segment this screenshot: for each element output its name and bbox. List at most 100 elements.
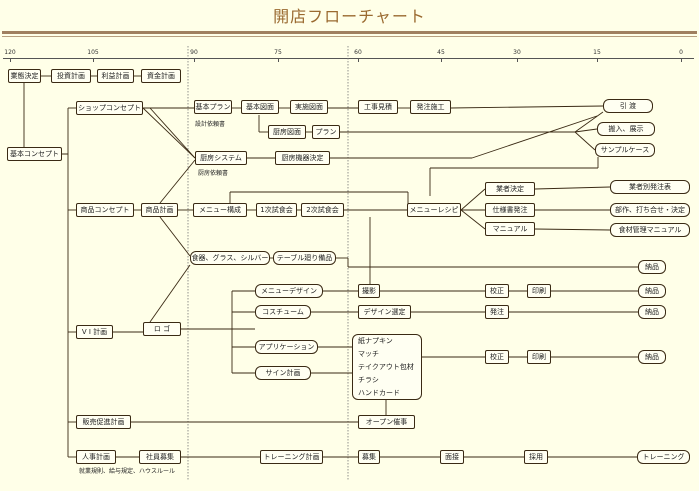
scale-label: 60 <box>354 49 362 56</box>
box-sign: サイン計画 <box>255 366 311 380</box>
paper-item: テイクアウト包材 <box>358 362 414 371</box>
box-buhin: 部作、打ち合せ・決定 <box>610 203 690 217</box>
box-nohin1: 納品 <box>638 260 666 274</box>
box-insatsu1: 印刷 <box>527 284 551 298</box>
box-sample: サンプルケース <box>595 143 655 157</box>
box-kosei1: 校正 <box>485 284 509 298</box>
scale-tick <box>278 58 279 62</box>
connector <box>159 216 191 257</box>
box-menu-design: メニューデザイン <box>255 284 323 298</box>
box-costume: コスチューム <box>255 305 311 319</box>
box-hatchu2: 発注 <box>485 305 509 319</box>
connector <box>149 107 196 159</box>
box-hikiwatashi: 引 渡 <box>603 99 653 113</box>
box-nohin2: 納品 <box>638 284 666 298</box>
box-toshi: 投資計画 <box>51 69 91 83</box>
box-application: アプリケーション <box>255 340 318 354</box>
box-chubo-kiki: 厨房機器決定 <box>275 151 330 165</box>
box-jinji: 人事計画 <box>76 450 116 464</box>
box-menu-recipe: メニューレシピ <box>407 203 461 217</box>
box-plan: プラン <box>312 125 340 139</box>
box-satsuei: 撮影 <box>358 284 380 298</box>
paper-item: マッチ <box>358 349 379 358</box>
box-kanzu: 搬入、展示 <box>597 122 655 136</box>
box-koji: 工事見積 <box>358 100 398 114</box>
box-jisshi-zumen: 実施図面 <box>290 100 328 114</box>
box-shiyosho: 仕様書発注 <box>485 203 535 217</box>
box-nohin3: 納品 <box>638 305 666 319</box>
box-shokki: 食器、グラス、シルバー <box>190 251 270 265</box>
box-vi: V I 計画 <box>76 325 113 339</box>
title-rule-thin <box>2 36 697 37</box>
paper-item: ハンドカード <box>358 388 400 397</box>
box-gyosha: 業者決定 <box>485 182 535 196</box>
box-manual: マニュアル <box>485 222 535 236</box>
box-gyotai: 業態決定 <box>8 69 41 83</box>
scale-label: 120 <box>4 49 16 56</box>
box-shain: 社員募集 <box>139 450 181 464</box>
connector <box>534 186 611 190</box>
scale-tick <box>93 58 94 62</box>
box-kosei2: 校正 <box>485 350 509 364</box>
note-shugyo: 就業規則、給与規定、ハウスルール <box>79 468 176 475</box>
scale-tick <box>517 58 518 62</box>
scale-label: 105 <box>87 49 99 56</box>
box-table: テーブル廻り備品 <box>273 251 336 265</box>
box-shisakukai1: 1次試食会 <box>256 203 297 217</box>
note-chubo-irai: 厨房依頼書 <box>198 170 229 177</box>
box-saiyo: 採用 <box>524 450 548 464</box>
box-open-event: オープン催事 <box>358 415 415 429</box>
scale-tick <box>597 58 598 62</box>
scale-label: 30 <box>513 49 521 56</box>
connector <box>574 111 604 133</box>
box-mensetsu: 面接 <box>440 450 464 464</box>
connector <box>450 105 604 109</box>
scale-line <box>3 58 694 59</box>
box-rieki: 利益計画 <box>97 69 134 83</box>
box-gyosha-betsu: 業者別発注表 <box>610 180 690 194</box>
box-insatsu2: 印刷 <box>527 350 551 364</box>
box-shokuzai: 食材管理マニュアル <box>610 223 690 237</box>
paper-item: チラシ <box>358 375 379 384</box>
box-training: トレーニング <box>637 450 690 464</box>
box-shikin: 資金計画 <box>141 69 181 83</box>
connector <box>460 209 486 230</box>
box-hansoku: 販売促進計画 <box>76 415 131 429</box>
box-kihon-zumen: 基本図面 <box>241 100 279 114</box>
connector <box>534 228 611 231</box>
connector <box>149 264 191 323</box>
connector <box>574 128 598 133</box>
box-shop-concept: ショップコンセプト <box>76 101 143 115</box>
box-kihon-plan: 基本プラン <box>194 100 232 114</box>
title-rule-thick <box>2 31 697 34</box>
box-shisakukai2: 2次試食会 <box>301 203 344 217</box>
connector <box>574 131 596 151</box>
box-kihon-concept: 基本コンセプト <box>7 147 62 161</box>
paper-item: 紙ナプキン <box>358 336 393 345</box>
page-title: 開店フローチャート <box>273 7 426 26</box>
box-shohin-keikaku: 商品計画 <box>141 203 178 217</box>
scale-label: 0 <box>679 49 683 56</box>
scale-tick <box>10 58 11 62</box>
scale-label: 90 <box>190 49 198 56</box>
box-shutsuzu: 厨房図面 <box>268 125 306 139</box>
connector <box>159 159 196 204</box>
box-training-plan: トレーニング計画 <box>260 450 323 464</box>
scale-tick <box>194 58 195 62</box>
box-boshu: 募集 <box>358 450 380 464</box>
box-hatchu-seko: 発注施工 <box>410 100 451 114</box>
connector <box>142 107 196 159</box>
note-sekkei: 設計依頼書 <box>195 121 226 128</box>
scale-label: 45 <box>437 49 445 56</box>
scale-tick <box>441 58 442 62</box>
scale-tick <box>358 58 359 62</box>
box-design-sentei: デザイン選定 <box>358 305 411 319</box>
box-shohin-concept: 商品コンセプト <box>76 203 134 217</box>
box-menu-kosei: メニュー構成 <box>193 203 247 217</box>
scale-label: 75 <box>274 49 282 56</box>
connector <box>471 115 598 159</box>
box-paper-items: 紙ナプキン マッチ テイクアウト包材 チラシ ハンドカード <box>352 334 422 400</box>
box-logo: ロ ゴ <box>143 322 181 336</box>
scale-label: 15 <box>593 49 601 56</box>
